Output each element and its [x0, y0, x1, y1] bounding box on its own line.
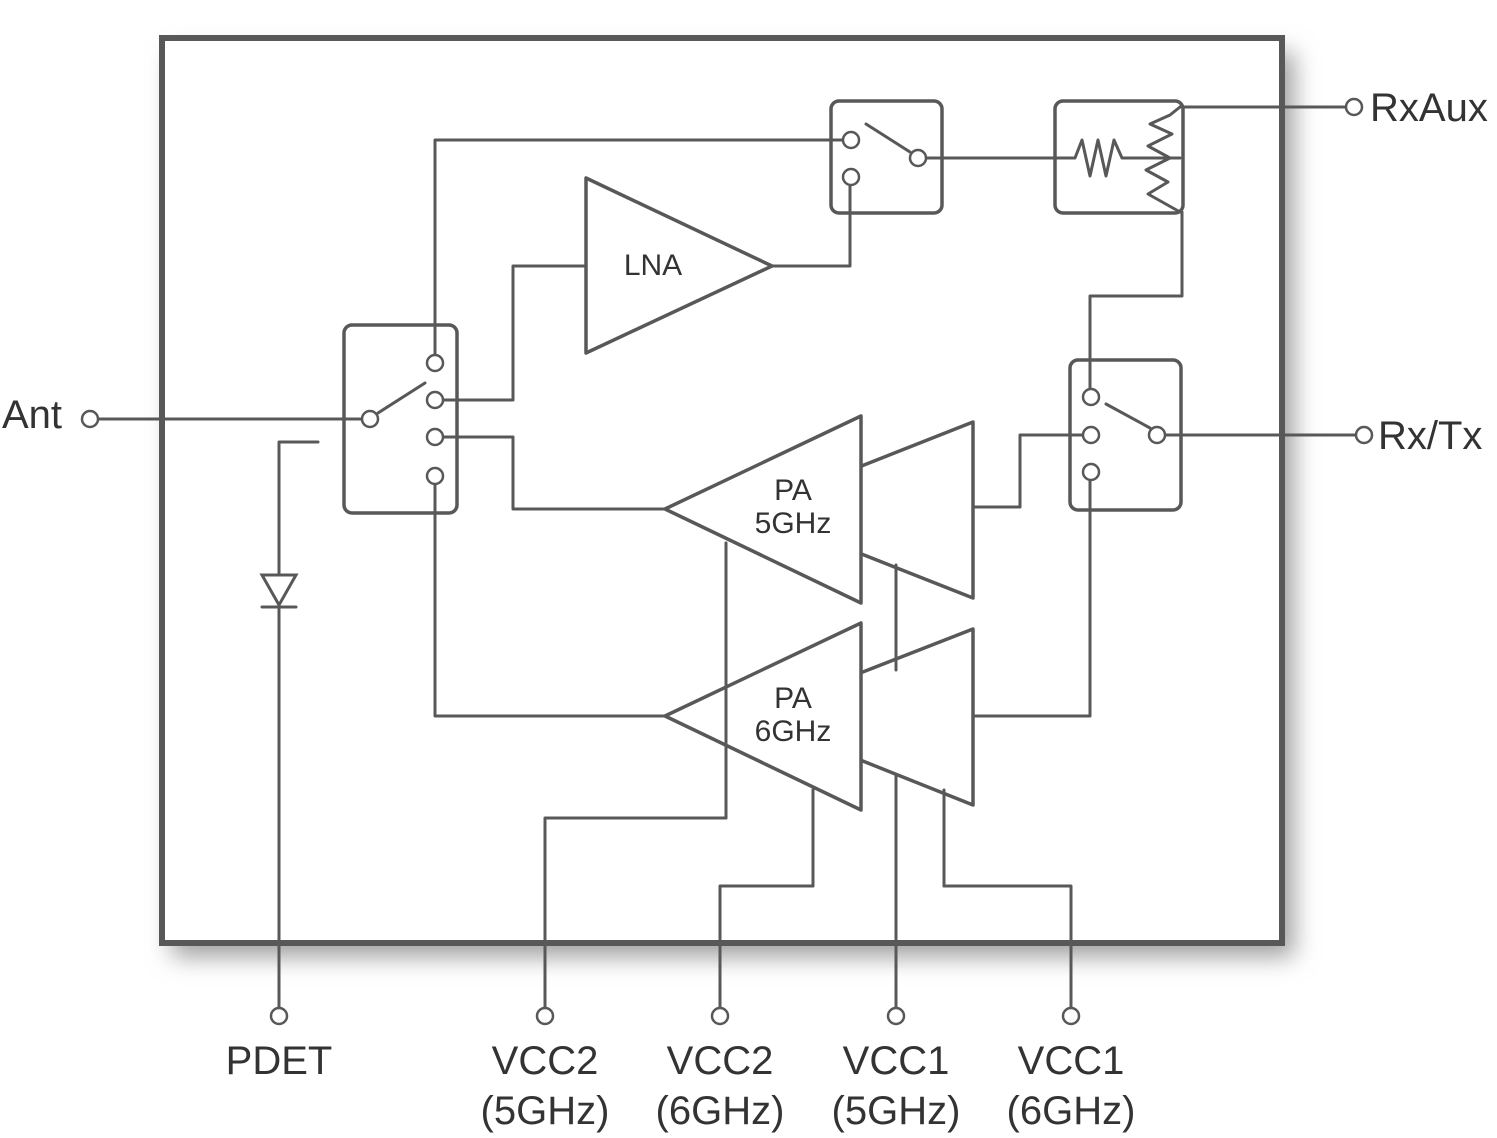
rxtx-switch — [1068, 358, 1183, 512]
switch-node — [908, 148, 928, 168]
ant-label: Ant — [2, 393, 62, 437]
resistor-icon — [1144, 105, 1182, 214]
switch-node — [1147, 425, 1167, 445]
vcc2-5ghz-label-line2: (5GHz) — [481, 1089, 610, 1133]
vcc2-6ghz-label-line2: (6GHz) — [656, 1089, 785, 1133]
resistor-icon — [1055, 138, 1182, 178]
rxaux-switch — [829, 99, 944, 215]
attenuator — [1053, 99, 1185, 215]
antenna-switch — [342, 323, 459, 515]
switch-node — [425, 353, 445, 373]
vcc1-5ghz-pin — [886, 1006, 906, 1026]
vcc1-6ghz-pin — [1061, 1006, 1081, 1026]
pa5-label-line2: 5GHz — [755, 507, 832, 540]
switch-node — [841, 167, 861, 187]
pa6-label-line2: 6GHz — [755, 715, 832, 748]
vcc2-6ghz-label-line1: VCC2 — [667, 1039, 774, 1083]
rxtx-label: Rx/Tx — [1378, 414, 1482, 458]
pa5-amplifier — [663, 414, 863, 605]
ant-pin — [80, 409, 100, 429]
switch-node — [1081, 425, 1101, 445]
diode-icon — [259, 573, 299, 609]
vcc2-6ghz-pin — [710, 1006, 730, 1026]
switch-node — [841, 130, 861, 150]
vcc2-5ghz-pin — [535, 1006, 555, 1026]
switch-node — [425, 390, 445, 410]
vcc1-6ghz-label-line1: VCC1 — [1018, 1039, 1125, 1083]
switch-node — [1081, 462, 1101, 482]
switch-node — [425, 466, 445, 486]
switch-node — [1081, 387, 1101, 407]
switch-node — [360, 409, 380, 429]
vcc1-5ghz-label-line2: (5GHz) — [832, 1089, 961, 1133]
vcc2-5ghz-label-line1: VCC2 — [492, 1039, 599, 1083]
switch-node — [425, 427, 445, 447]
pa5-label-line1: PA — [774, 474, 812, 507]
lna-amplifier — [584, 176, 774, 355]
rxaux-pin — [1344, 97, 1364, 117]
rxaux-label: RxAux — [1370, 86, 1488, 130]
pdet-pin — [269, 1006, 289, 1026]
pdet-label: PDET — [226, 1039, 333, 1083]
lna-label: LNA — [624, 249, 682, 282]
pa6-amplifier — [663, 621, 863, 812]
rxtx-pin — [1354, 425, 1374, 445]
pa6-label-line1: PA — [774, 682, 812, 715]
vcc1-6ghz-label-line2: (6GHz) — [1007, 1089, 1136, 1133]
vcc1-5ghz-label-line1: VCC1 — [843, 1039, 950, 1083]
